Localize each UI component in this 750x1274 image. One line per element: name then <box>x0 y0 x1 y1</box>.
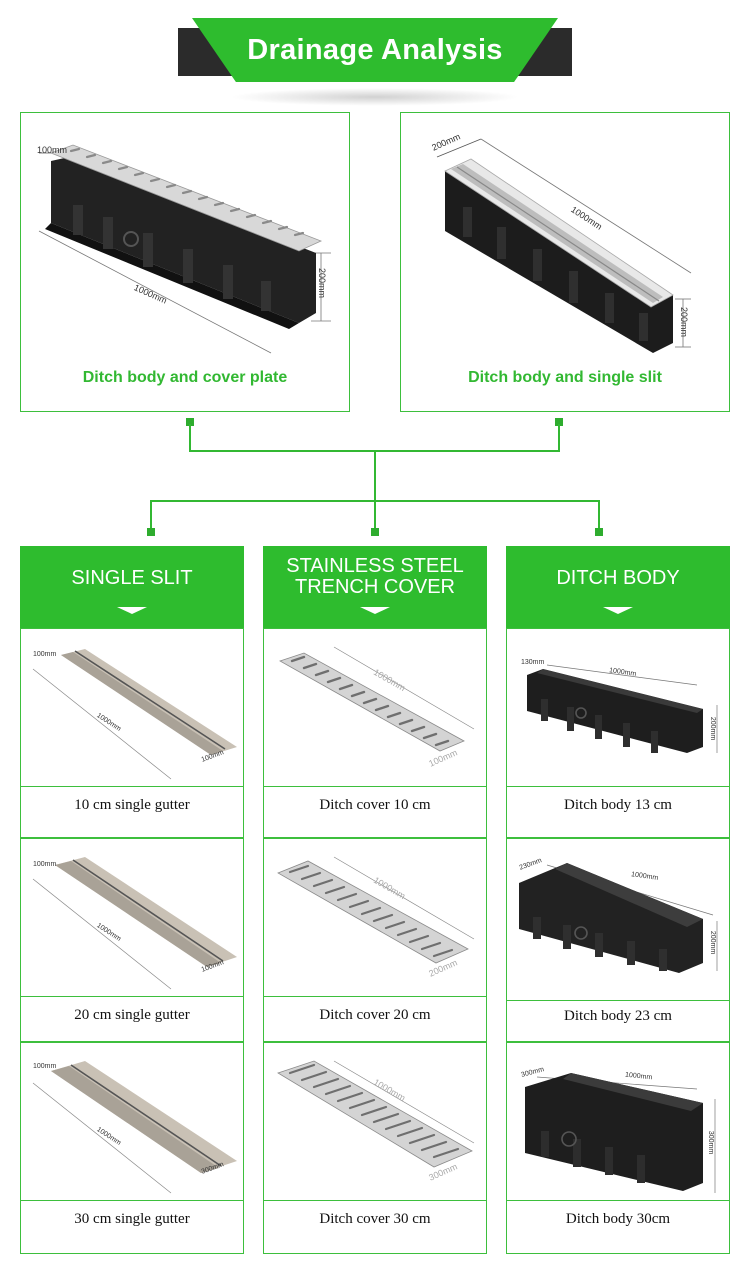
product-image-ditch-cover-10: 1000mm 100mm <box>263 628 487 787</box>
connector-node <box>147 528 155 536</box>
dimension-height: 200mm <box>709 930 717 955</box>
connector-node <box>555 418 563 426</box>
ditch-single-slit-illustration <box>436 138 692 353</box>
dimension-width: 100mm <box>37 145 68 155</box>
product-label: 20 cm single gutter <box>20 996 244 1042</box>
column-header-ditch-body: DITCH BODY <box>506 546 730 628</box>
dimension-height: 200mm <box>317 267 328 299</box>
product-image-ditch-cover-30: 1000mm 300mm <box>263 1042 487 1201</box>
banner <box>192 18 558 82</box>
connector-node <box>371 528 379 536</box>
dimension-width: 100mm <box>33 1063 57 1070</box>
banner-shadow <box>230 88 520 106</box>
caret-down-icon <box>117 607 147 614</box>
trench-cover-illustration <box>277 856 475 964</box>
ditch-body-illustration <box>525 1073 716 1193</box>
single-gutter-illustration <box>32 649 237 780</box>
product-label: 30 cm single gutter <box>20 1200 244 1254</box>
dimension-width: 130mm <box>521 659 545 666</box>
product-image-single-gutter-20: 100mm 1000mm 100mm <box>20 838 244 997</box>
ditch-body-illustration <box>527 664 718 753</box>
panel-caption: Ditch body and single slit <box>468 369 662 386</box>
dimension-width: 100mm <box>33 861 57 868</box>
product-image-ditch-body-23: 230mm 1000mm 200mm <box>506 838 730 1001</box>
product-image-ditch-body-13: 130mm 1000mm 200mm <box>506 628 730 787</box>
connector-line <box>374 450 376 502</box>
trench-cover-illustration <box>279 646 475 752</box>
product-image-single-gutter-10: 100mm 1000mm 100mm <box>20 628 244 787</box>
connector-line <box>598 500 600 530</box>
product-label: Ditch cover 30 cm <box>263 1200 487 1254</box>
column-header-stainless-steel-trench-cover: STAINLESS STEEL TRENCH COVER <box>263 546 487 628</box>
product-image-single-gutter-30: 100mm 1000mm 300mm <box>20 1042 244 1201</box>
column-title: STAINLESS STEEL TRENCH COVER <box>286 555 464 598</box>
panel-caption: Ditch body and cover plate <box>82 369 288 386</box>
column-title: DITCH BODY <box>556 567 680 589</box>
dimension-width: 100mm <box>33 651 57 658</box>
dimension-height: 300mm <box>707 1130 715 1155</box>
ditch-cover-plate-illustration <box>38 144 331 354</box>
ditch-body-illustration <box>519 863 718 973</box>
page-title: Drainage Analysis <box>247 34 503 66</box>
product-label: Ditch cover 10 cm <box>263 786 487 838</box>
connector-line <box>374 500 376 530</box>
product-image-ditch-cover-20: 1000mm 200mm <box>263 838 487 997</box>
single-gutter-illustration <box>32 857 237 990</box>
single-gutter-illustration <box>32 1061 237 1194</box>
product-image-ditch-body-30: 300mm 1000mm 300mm <box>506 1042 730 1201</box>
caret-down-icon <box>603 607 633 614</box>
product-label: Ditch body 30cm <box>506 1200 730 1254</box>
connector-line <box>150 500 152 530</box>
column-header-single-slit: SINGLE SLIT <box>20 546 244 628</box>
panel-ditch-body-single-slit: 200mm 1000mm 200mm Ditch body and single… <box>400 112 730 412</box>
product-label: Ditch body 13 cm <box>506 786 730 838</box>
dimension-height: 200mm <box>679 306 690 338</box>
column-title: SINGLE SLIT <box>71 567 193 589</box>
connector-node <box>186 418 194 426</box>
dimension-height: 200mm <box>709 716 717 741</box>
product-label: 10 cm single gutter <box>20 786 244 838</box>
connector-line <box>189 424 191 452</box>
connector-line <box>558 424 560 452</box>
product-label: Ditch cover 20 cm <box>263 996 487 1042</box>
connector-node <box>595 528 603 536</box>
product-label: Ditch body 23 cm <box>506 1000 730 1042</box>
caret-down-icon <box>360 607 390 614</box>
trench-cover-illustration <box>277 1060 475 1168</box>
panel-ditch-body-cover-plate: 100mm 1000mm 200mm Ditch body and cover … <box>20 112 350 412</box>
